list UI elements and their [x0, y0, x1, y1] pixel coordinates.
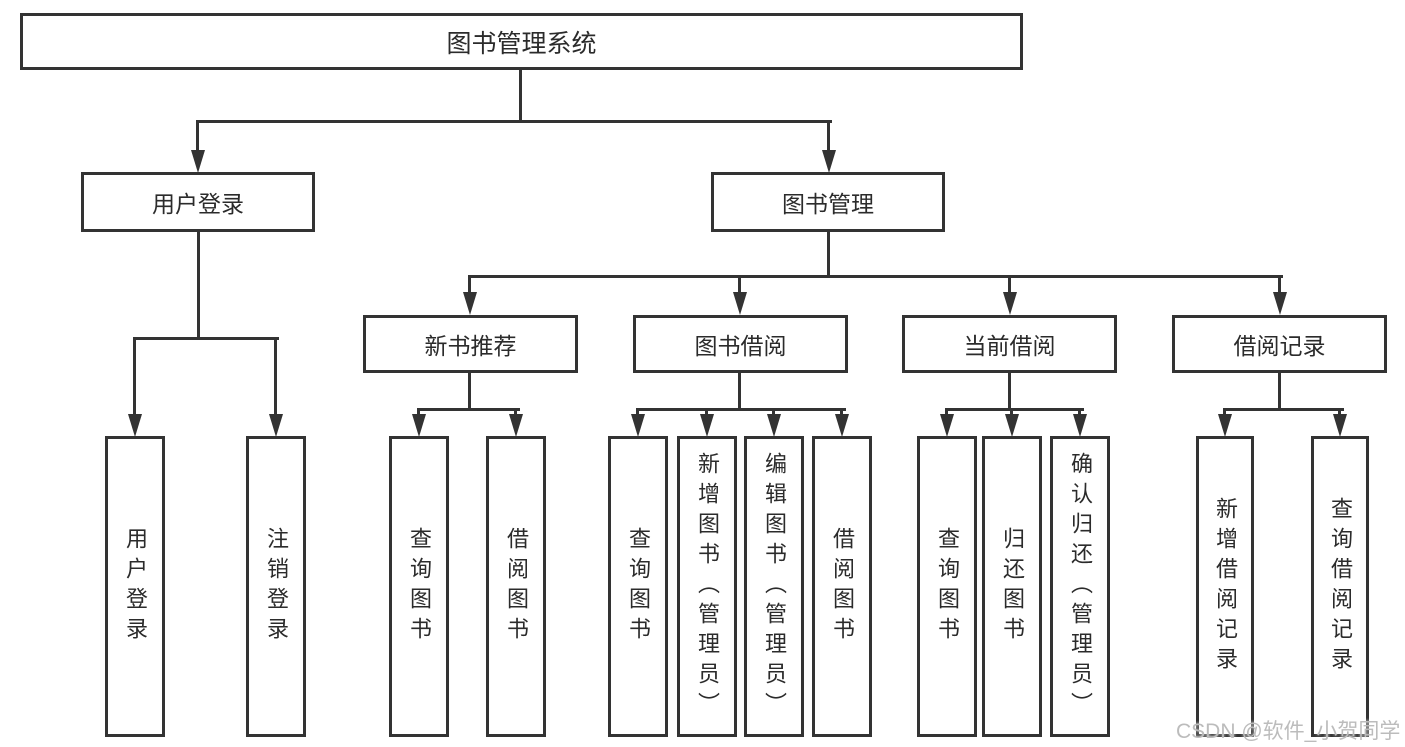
- connector-borrow-records-hline: [1223, 408, 1344, 411]
- connector-drop-login-leaf: [133, 337, 136, 416]
- arrow-down-icon: [1003, 292, 1017, 315]
- leaf-return-books: 归还图书: [982, 436, 1042, 737]
- connector-drop-leaf: [945, 408, 948, 416]
- node-current-borrow: 当前借阅: [902, 315, 1117, 373]
- connector-book-mgmt-hline: [468, 275, 1283, 278]
- leaf-query-borrow-record: 查询借阅记录: [1311, 436, 1369, 737]
- connector-drop-leaf: [1010, 408, 1013, 416]
- connector-drop-leaf: [1078, 408, 1081, 416]
- connector-new-books-trunk: [468, 373, 471, 408]
- node-new-book-recommend: 新书推荐: [363, 315, 578, 373]
- connector-drop-leaf: [417, 408, 420, 416]
- leaf-borrow-books: 借阅图书: [812, 436, 872, 737]
- arrow-down-icon: [631, 414, 645, 437]
- leaf-add-borrow-record: 新增借阅记录: [1196, 436, 1254, 737]
- arrow-down-icon: [128, 414, 142, 437]
- connector-root-hline: [196, 120, 832, 123]
- connector-drop-leaf: [1338, 408, 1341, 416]
- node-label: 用户登录: [152, 191, 244, 217]
- node-label: 图书管理系统: [446, 29, 597, 58]
- connector-current-borrow-trunk: [1008, 373, 1011, 408]
- leaf-label: 查询借阅记录: [1328, 496, 1353, 677]
- node-label: 图书借阅: [694, 333, 787, 359]
- connector-drop-leaf: [514, 408, 517, 416]
- node-library-management-system: 图书管理系统: [20, 13, 1023, 70]
- arrow-down-icon: [822, 150, 836, 173]
- connector-drop-user-login: [196, 120, 199, 152]
- node-label: 借阅记录: [1233, 333, 1326, 359]
- leaf-label: 查询图书: [626, 526, 651, 647]
- connector-new-books-hline: [417, 408, 520, 411]
- connector-drop-book-borrow: [738, 275, 741, 295]
- arrow-down-icon: [1273, 292, 1287, 315]
- node-label: 图书管理: [782, 191, 874, 217]
- node-borrow-records: 借阅记录: [1172, 315, 1387, 373]
- arrow-down-icon: [269, 414, 283, 437]
- arrow-down-icon: [1073, 414, 1087, 437]
- node-user-login: 用户登录: [81, 172, 315, 232]
- leaf-label: 确认归还（管理员）: [1068, 451, 1093, 722]
- arrow-down-icon: [1005, 414, 1019, 437]
- arrow-down-icon: [733, 292, 747, 315]
- node-label: 新书推荐: [424, 333, 517, 359]
- arrow-down-icon: [700, 414, 714, 437]
- connector-drop-book-management: [827, 120, 830, 152]
- arrow-down-icon: [463, 292, 477, 315]
- node-book-borrow: 图书借阅: [633, 315, 848, 373]
- leaf-add-book-admin: 新增图书（管理员）: [677, 436, 737, 737]
- leaf-confirm-return-admin: 确认归还（管理员）: [1050, 436, 1110, 737]
- leaf-user-login: 用户登录: [105, 436, 165, 737]
- leaf-label: 新增图书（管理员）: [695, 451, 720, 722]
- leaf-label: 注销登录: [264, 526, 289, 647]
- leaf-label: 用户登录: [123, 526, 148, 647]
- arrow-down-icon: [940, 414, 954, 437]
- connector-drop-borrow-records: [1278, 275, 1281, 295]
- connector-drop-logout-leaf: [274, 337, 277, 416]
- connector-book-borrow-hline: [636, 408, 846, 411]
- connector-drop-current-borrow: [1008, 275, 1011, 295]
- arrow-down-icon: [1333, 414, 1347, 437]
- connector-drop-leaf: [1223, 408, 1226, 416]
- leaf-label: 查询图书: [935, 526, 960, 647]
- arrow-down-icon: [835, 414, 849, 437]
- leaf-logout: 注销登录: [246, 436, 306, 737]
- connector-drop-leaf: [705, 408, 708, 416]
- leaf-query-books-recommend: 查询图书: [389, 436, 449, 737]
- connector-root-trunk: [519, 70, 522, 120]
- node-label: 当前借阅: [963, 333, 1056, 359]
- connector-current-borrow-hline: [945, 408, 1084, 411]
- connector-user-login-trunk: [197, 232, 200, 337]
- arrow-down-icon: [191, 150, 205, 173]
- connector-drop-new-books: [468, 275, 471, 295]
- leaf-label: 查询图书: [407, 526, 432, 647]
- leaf-label: 编辑图书（管理员）: [762, 451, 787, 722]
- connector-user-login-hline: [133, 337, 279, 340]
- leaf-query-books-current: 查询图书: [917, 436, 977, 737]
- arrow-down-icon: [1218, 414, 1232, 437]
- leaf-label: 新增借阅记录: [1213, 496, 1238, 677]
- connector-drop-leaf: [840, 408, 843, 416]
- leaf-edit-book-admin: 编辑图书（管理员）: [744, 436, 804, 737]
- arrow-down-icon: [412, 414, 426, 437]
- node-book-management: 图书管理: [711, 172, 945, 232]
- connector-borrow-records-trunk: [1278, 373, 1281, 408]
- connector-drop-leaf: [772, 408, 775, 416]
- leaf-label: 归还图书: [1000, 526, 1025, 647]
- arrow-down-icon: [767, 414, 781, 437]
- connector-book-mgmt-trunk: [827, 232, 830, 275]
- connector-book-borrow-trunk: [738, 373, 741, 408]
- leaf-query-books-borrow: 查询图书: [608, 436, 668, 737]
- leaf-label: 借阅图书: [504, 526, 529, 647]
- leaf-label: 借阅图书: [830, 526, 855, 647]
- arrow-down-icon: [509, 414, 523, 437]
- watermark-text: CSDN @软件_小贺同学: [1176, 720, 1401, 743]
- leaf-borrow-books-recommend: 借阅图书: [486, 436, 546, 737]
- connector-drop-leaf: [636, 408, 639, 416]
